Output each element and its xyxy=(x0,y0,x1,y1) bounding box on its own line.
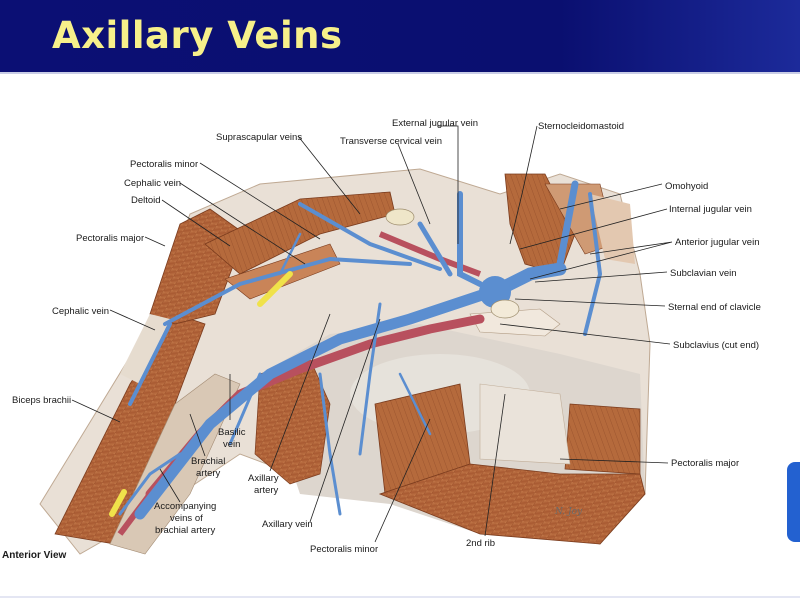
slide-title: Axillary Veins xyxy=(52,14,343,57)
label-2nd-rib: 2nd rib xyxy=(466,538,495,549)
label-subclavian-vein: Subclavian vein xyxy=(670,268,737,279)
nerves xyxy=(109,271,293,517)
label-basilic-vein-1: Basilic xyxy=(218,427,246,438)
footer-divider xyxy=(0,596,800,598)
label-axillary-artery-1: Axillary xyxy=(248,473,279,484)
label-pectoralis-major-left: Pectoralis major xyxy=(76,233,144,244)
label-cephalic-vein-top: Cephalic vein xyxy=(124,178,181,189)
sternal-clavicle xyxy=(490,299,520,319)
view-label: Anterior View xyxy=(2,550,66,561)
label-pectoralis-major-right: Pectoralis major xyxy=(671,458,739,469)
label-anterior-jugular-vein: Anterior jugular vein xyxy=(675,237,760,248)
label-sternal-end-of-clavicle: Sternal end of clavicle xyxy=(668,302,761,313)
label-axillary-vein: Axillary vein xyxy=(262,519,313,530)
label-transverse-cervical-vein: Transverse cervical vein xyxy=(340,136,442,147)
label-external-jugular-vein: External jugular vein xyxy=(392,118,478,129)
label-subclavius: Subclavius (cut end) xyxy=(673,340,759,351)
leader-lines xyxy=(71,125,673,543)
figure-labels: External jugular vein Suprascapular vein… xyxy=(2,118,761,561)
label-pectoralis-minor-bottom: Pectoralis minor xyxy=(310,544,378,555)
label-cephalic-vein-left: Cephalic vein xyxy=(52,306,109,317)
label-suprascapular-veins: Suprascapular veins xyxy=(216,132,302,143)
label-axillary-artery-2: artery xyxy=(254,485,279,496)
label-biceps-brachii: Biceps brachii xyxy=(12,395,71,406)
label-omohyoid: Omohyoid xyxy=(665,181,708,192)
label-deltoid: Deltoid xyxy=(131,195,161,206)
label-sternocleidomastoid: Sternocleidomastoid xyxy=(538,121,624,132)
clavicle-end xyxy=(385,208,415,226)
header-divider xyxy=(0,72,800,74)
label-accompanying-3: brachial artery xyxy=(155,525,215,536)
label-pectoralis-minor-top: Pectoralis minor xyxy=(130,159,198,170)
veins xyxy=(118,180,603,520)
label-brachial-artery-2: artery xyxy=(196,468,221,479)
label-accompanying-1: Accompanying xyxy=(154,501,216,512)
slide-header: Axillary Veins xyxy=(0,0,800,72)
anatomy-illustration: External jugular vein Suprascapular vein… xyxy=(2,118,761,561)
label-internal-jugular-vein: Internal jugular vein xyxy=(669,204,752,215)
side-tab[interactable] xyxy=(787,462,800,542)
label-accompanying-2: veins of xyxy=(170,513,203,524)
label-brachial-artery-1: Brachial xyxy=(191,456,225,467)
chest-muscles xyxy=(254,308,646,545)
label-basilic-vein-2: vein xyxy=(223,439,240,450)
artist-signature: N. Joy xyxy=(554,507,583,517)
